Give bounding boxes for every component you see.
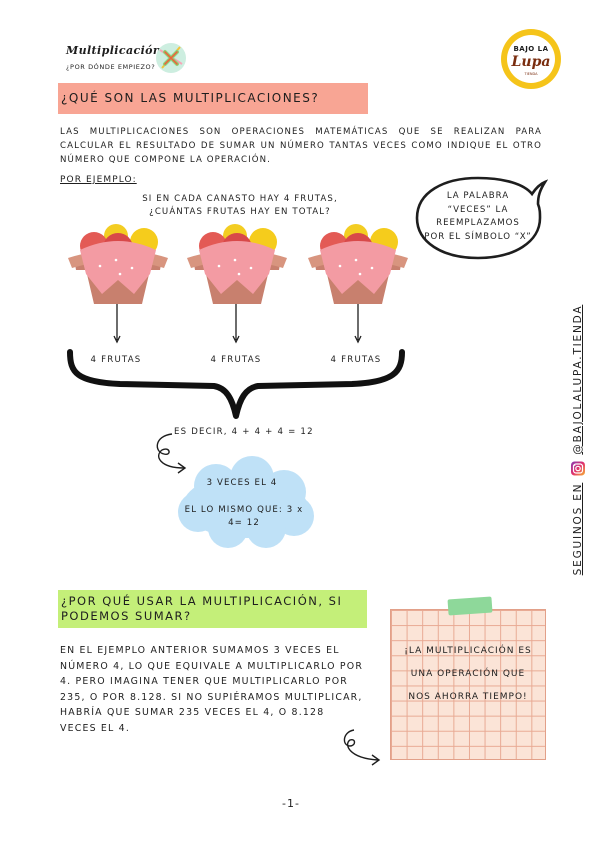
social-sidebar: SEGUINOS EN @BAJOLALUPA.TIENDA: [565, 298, 591, 583]
sum-equation: ES DECIR, 4 + 4 + 4 = 12: [174, 427, 314, 437]
instagram-icon[interactable]: [571, 461, 585, 476]
basket-label-2: 4 FRUTAS: [210, 355, 262, 365]
basket-label-1: 4 FRUTAS: [90, 355, 142, 365]
speech-bubble-text: LA PALABRA “VECES” LA REEMPLAZAMOS POR E…: [424, 191, 532, 242]
multiplication-sign-icon: [156, 43, 186, 73]
header-title: Multiplicación: [66, 44, 162, 57]
basket-label-3: 4 FRUTAS: [330, 355, 382, 365]
tape-decoration: [447, 596, 493, 616]
logo-main-text: Lupa: [511, 54, 551, 70]
example-label: POR EJEMPLO:: [60, 175, 137, 185]
logo-top-text: BAJO LA: [513, 45, 549, 53]
section1-title: ¿QUÉ SON LAS MULTIPLICACIONES?: [58, 83, 368, 114]
arrow-down-icon: [354, 304, 362, 344]
curved-arrow-icon: [343, 729, 381, 766]
social-prefix: SEGUINOS EN: [572, 482, 584, 576]
cloud-shape: [178, 456, 314, 548]
social-handle[interactable]: @BAJOLALUPA.TIENDA: [572, 304, 584, 455]
logo-small-text: TIENDA: [524, 72, 538, 76]
cloud-line-1: 3 VECES EL 4: [206, 478, 278, 488]
curly-brace: [67, 349, 405, 419]
basket-1: [68, 224, 168, 304]
section2-title: ¿POR QUÉ USAR LA MULTIPLICACIÓN, SI PODE…: [58, 590, 367, 628]
basket-2: [187, 224, 287, 304]
basket-3: [308, 224, 408, 304]
brand-logo: BAJO LA Lupa TIENDA: [501, 29, 561, 89]
example-question: SI EN CADA CANASTO HAY 4 FRUTAS, ¿CUÁNTA…: [142, 194, 338, 217]
arrow-down-icon: [113, 304, 121, 344]
cloud-line-2: EL LO MISMO QUE: 3 x 4= 12: [184, 505, 304, 528]
header-subtitle: ¿POR DÓNDE EMPIEZO?: [66, 63, 156, 71]
note-text: ¡LA MULTIPLICACIÓN ES UNA OPERACIÓN QUE …: [404, 646, 532, 702]
speech-bubble: [415, 176, 548, 260]
page-number: -1-: [282, 797, 300, 810]
arrow-down-icon: [232, 304, 240, 344]
section2-paragraph: EN EL EJEMPLO ANTERIOR SUMAMOS 3 VECES E…: [60, 645, 364, 734]
section1-paragraph: LAS MULTIPLICACIONES SON OPERACIONES MAT…: [60, 127, 542, 165]
curved-arrow-icon: [156, 433, 187, 474]
